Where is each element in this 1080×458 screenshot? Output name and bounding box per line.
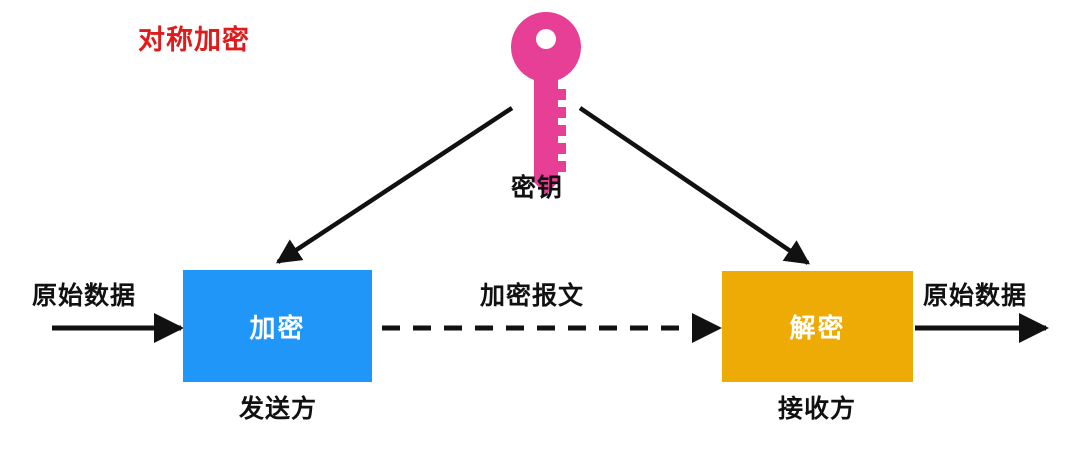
key-label: 密钥 [511, 174, 564, 202]
decrypt-node[interactable]: 解密 [722, 271, 913, 382]
arrow-key-to-decrypt [578, 106, 811, 265]
sender-label: 发送方 [238, 395, 317, 423]
key-hole-icon [536, 29, 556, 49]
plaintext-out-label: 原始数据 [923, 282, 1028, 310]
plaintext-in-label: 原始数据 [32, 282, 137, 310]
ciphertext-label: 加密报文 [480, 282, 585, 310]
encrypt-node-label: 加密 [249, 312, 306, 343]
receiver-label: 接收方 [777, 395, 856, 423]
encrypt-node[interactable]: 加密 [183, 270, 372, 382]
arrow-key-to-encrypt [275, 106, 514, 264]
diagram-title: 对称加密 [138, 25, 250, 55]
decrypt-node-label: 解密 [789, 313, 846, 343]
